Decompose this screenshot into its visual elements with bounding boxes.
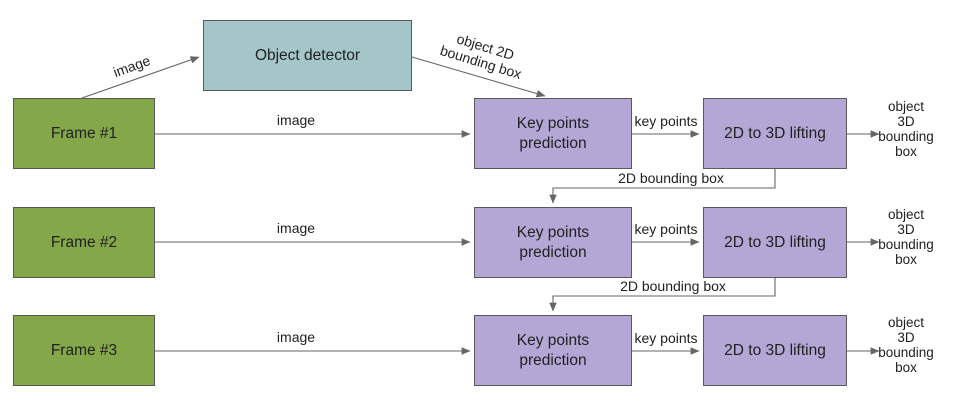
edge-label-key-points-row1: key points [634,113,698,129]
edge-label-object-3d-bounding-box-row2: object 3D bounding box [878,207,934,268]
node-2d-to-3d-lifting-1: 2D to 3D lifting [703,98,847,169]
edge-label-key-points-row2: key points [634,221,698,237]
edge-label-key-points-row3: key points [634,330,698,346]
node-2d-to-3d-lifting-3: 2D to 3D lifting [703,315,847,386]
edge-label-image-row3: image [276,329,316,345]
node-keypoints-prediction-3: Key points prediction [474,315,632,386]
node-frame-3: Frame #3 [13,315,155,386]
node-frame-2: Frame #2 [13,207,155,278]
arrow-object2d-detector-to-keypoints1 [411,56,546,98]
node-2d-to-3d-lifting-2: 2D to 3D lifting [703,207,847,278]
node-object-detector: Object detector [203,20,412,91]
edge-label-image-row2: image [276,220,316,236]
node-keypoints-prediction-2: Key points prediction [474,207,632,278]
node-frame-1: Frame #1 [13,98,155,169]
wire-bbox2d-lifting2-to-keypoints3 [549,278,776,312]
wire-bbox2d-lifting1-to-keypoints2 [549,169,776,204]
edge-label-image-row1: image [276,112,316,128]
edge-label-2d-bounding-box-row2: 2D bounding box [620,278,726,294]
arrow-image-frame1-to-detector [81,56,200,99]
edge-label-object-3d-bounding-box-row3: object 3D bounding box [878,315,934,376]
edge-label-object-3d-bounding-box-row1: object 3D bounding box [878,99,934,160]
edge-label-2d-bounding-box-row1: 2D bounding box [618,170,724,186]
node-keypoints-prediction-1: Key points prediction [474,98,632,169]
